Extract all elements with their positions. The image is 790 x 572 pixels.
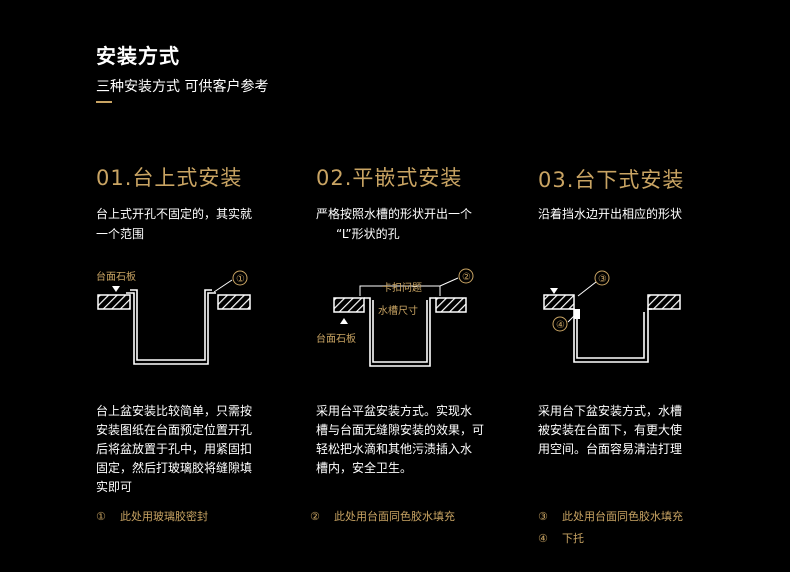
leader-line [567,315,575,323]
body-line: 安装图纸在台面预定位置开孔 [96,423,253,437]
sink-outline-outer [364,297,436,367]
page-subtitle: 三种安装方式 可供客户参考 [96,79,269,95]
desc-line: 台上式开孔不固定的，其实就 [96,207,253,221]
size-label: 水槽尺寸 [378,304,418,317]
note-number: ② [310,510,320,523]
body-line: 被安装在台面下，有更大使 [538,423,683,437]
body-line: 用空间。台面容易清洁打理 [538,442,683,456]
leader-line [577,281,597,297]
body-line: 轻松把水滴和其他污渍插入水 [316,442,473,456]
desc-line: “L”形状的孔 [336,227,400,241]
body-line: 采用台下盆安装方式，水槽 [538,404,683,418]
counter-slab-right [435,297,467,313]
diagram-undermount: ③ ④ [543,270,681,363]
sink-outline-inner [576,312,645,359]
marker-number: ② [462,272,471,283]
method-title-2: 02.平嵌式安装 [316,166,463,190]
note-text: 此处用台面同色胶水填充 [334,510,455,523]
sink-outline-inner [130,289,212,361]
sink-outline-outer [126,292,216,365]
marker-circle [232,270,248,286]
body-line: 实即可 [96,480,133,494]
method-title-1: 01.台上式安装 [96,166,243,190]
body-line: 槽与台面无缝隙安装的效果，可 [316,423,485,437]
marker-circle-3 [594,270,610,286]
marker-circle [458,268,474,284]
note-number: ④ [538,532,548,545]
body-line: 后将盆放置于孔中，用紧固扣 [96,442,253,456]
note-number: ① [96,510,106,523]
method-desc-2: 严格按照水槽的形状开出一个 “L”形状的孔 [316,204,472,244]
counter-slab-left [333,297,365,313]
note-number: ③ [538,510,548,523]
counter-slab-right [217,294,251,310]
diagram-flush-mount: 卡扣问题 ② 水槽尺寸 台面石板 [316,268,474,367]
sink-outline-inner [372,300,428,363]
desc-line: 严格按照水槽的形状开出一个 [316,207,473,221]
note-text: 下托 [562,532,584,545]
title-divider [96,101,112,103]
method-desc-3: 沿着挡水边开出相应的形状 [538,204,682,224]
note-text: 此处用台面同色胶水填充 [562,510,683,523]
note-1: ① 此处用玻璃胶密封 [96,508,208,524]
body-line: 台上盆安装比较简单，只需按 [96,404,253,418]
pointer-triangle [340,318,348,324]
pointer-triangle [112,286,120,292]
marker-number-4: ④ [556,320,565,331]
note-2: ② 此处用台面同色胶水填充 [310,508,455,524]
body-line: 固定，然后打玻璃胶将缝隙填 [96,461,253,475]
note-4: ④ 下托 [538,530,584,546]
body-line: 槽内，安全卫生。 [316,461,413,475]
desc-line: 沿着挡水边开出相应的形状 [538,207,683,221]
marker-number-3: ③ [598,274,607,285]
counter-label: 台面石板 [316,332,356,345]
note-text: 此处用玻璃胶密封 [120,510,208,523]
page-title: 安装方式 [96,44,180,68]
counter-slab-left [543,294,575,310]
body-line: 采用台平盆安装方式。实现水 [316,404,473,418]
marker-number: ① [236,274,245,285]
counter-label: 台面石板 [96,270,136,283]
leader-line [439,277,459,287]
counter-slab-right [647,294,681,310]
pointer-triangle [550,288,558,294]
method-body-3: 采用台下盆安装方式，水槽 被安装在台面下，有更大使 用空间。台面容易清洁打理 [538,402,682,459]
method-body-2: 采用台平盆安装方式。实现水 槽与台面无缝隙安装的效果，可 轻松把水滴和其他污渍插… [316,402,484,478]
note-3: ③ 此处用台面同色胶水填充 [538,508,683,524]
method-title-3: 03.台下式安装 [538,168,685,192]
counter-slab-left [97,294,131,310]
leader-line [213,279,233,293]
clip-label: 卡扣问题 [382,281,422,294]
diagram-top-mount: 台面石板 ① [96,270,251,365]
marker-circle-4 [552,316,568,332]
desc-line: 一个范围 [96,227,145,241]
clip-bracket [359,285,441,296]
method-desc-1: 台上式开孔不固定的，其实就 一个范围 [96,204,252,244]
sink-outline-outer [570,308,652,363]
method-body-1: 台上盆安装比较简单，只需按 安装图纸在台面预定位置开孔 后将盆放置于孔中，用紧固… [96,402,252,497]
